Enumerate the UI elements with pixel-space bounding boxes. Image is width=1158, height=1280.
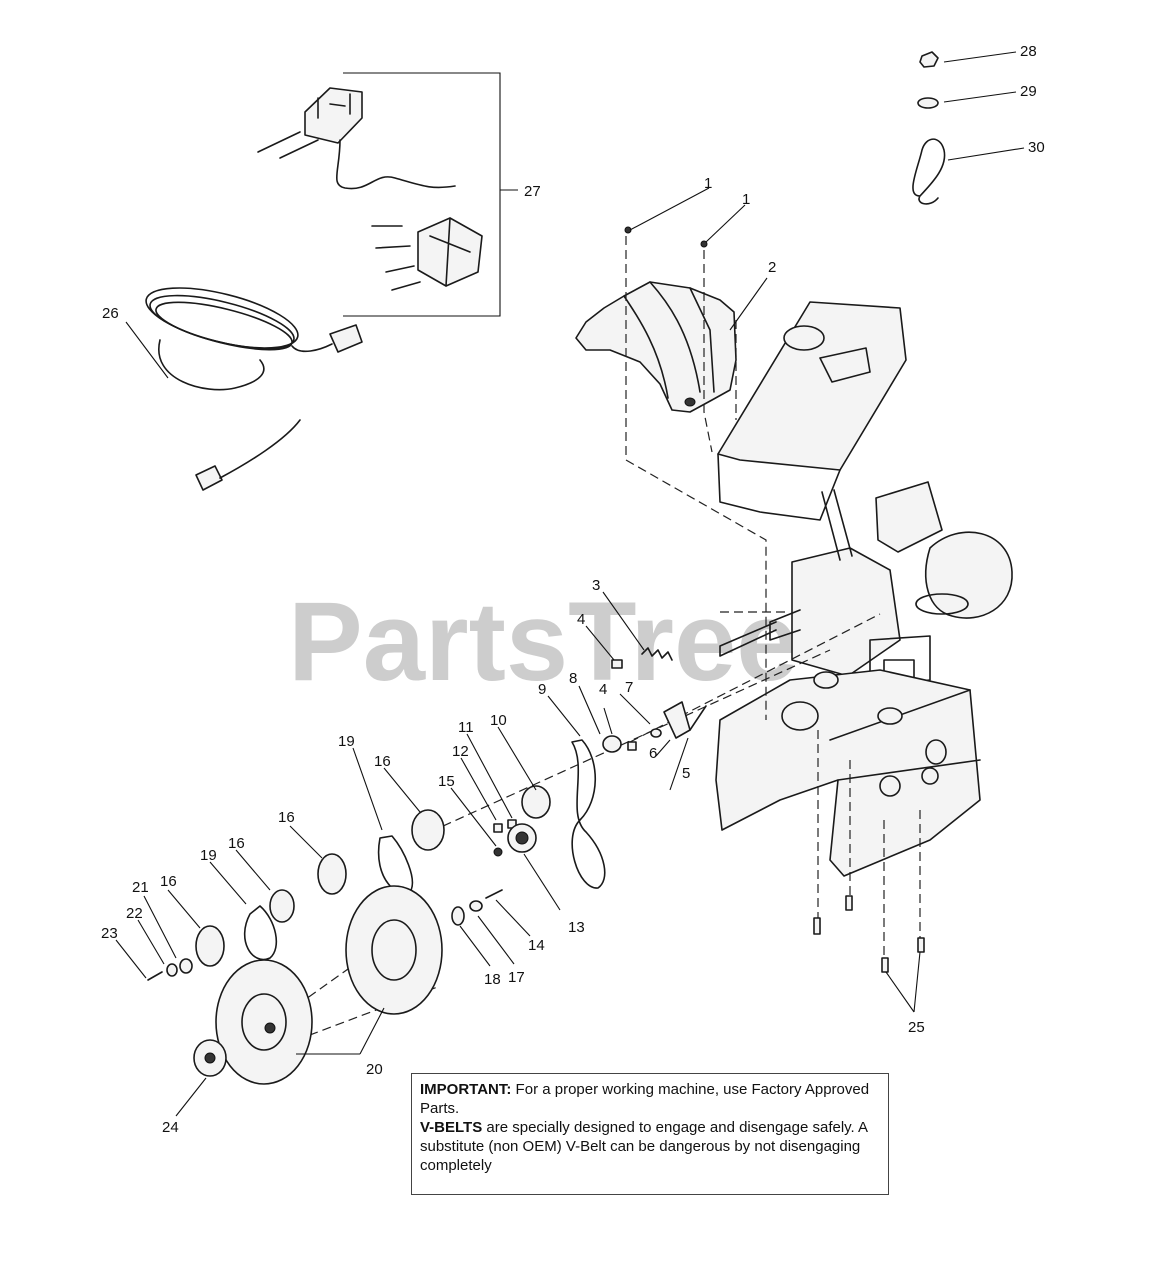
hairpin-clip-30	[912, 138, 946, 205]
bolt-5	[689, 705, 707, 731]
callout-16a: 16	[374, 753, 391, 770]
washer-17	[469, 900, 483, 912]
callout-1b: 1	[742, 191, 750, 208]
callout-3: 3	[592, 577, 600, 594]
screw-e	[385, 265, 415, 273]
callout-30: 30	[1028, 139, 1045, 156]
cord-plug-female	[329, 324, 363, 353]
callout-11: 11	[458, 719, 474, 736]
bolt-14	[485, 889, 503, 899]
leader-lines	[115, 187, 921, 1117]
callout-17: 17	[508, 969, 525, 986]
screw-a	[257, 131, 301, 153]
lock-washer-22	[166, 963, 178, 977]
important-text: For a proper working machine, use Factor…	[420, 1081, 870, 1117]
spacer-4b	[627, 741, 637, 751]
fuel-tank	[717, 301, 907, 471]
lock-nut-28	[919, 51, 939, 68]
washer-16b	[317, 853, 347, 895]
engine	[717, 301, 1013, 687]
v-belt-19a	[377, 835, 414, 895]
washer-18	[451, 906, 465, 926]
idler-bracket-6	[663, 701, 691, 739]
electric-starter-assembly	[257, 72, 518, 317]
callout-9: 9	[538, 681, 546, 698]
v-belt-9	[571, 739, 606, 889]
idler-pulley-8	[602, 735, 622, 753]
callout-13: 13	[568, 919, 585, 936]
callout-10: 10	[490, 712, 507, 729]
callout-5: 5	[682, 765, 690, 782]
v-belt-19b	[244, 905, 278, 961]
screw-1b	[700, 240, 708, 248]
callout-2: 2	[768, 259, 776, 276]
callout-8: 8	[569, 670, 577, 687]
callout-6: 6	[649, 745, 657, 762]
fuel-cap	[783, 325, 825, 351]
auger-pulley-20a	[345, 885, 443, 1015]
spring-3	[641, 647, 673, 661]
callout-4b: 4	[599, 681, 607, 698]
engine-block	[791, 547, 901, 677]
pulley-assembly	[147, 809, 445, 1085]
frame-plate	[715, 669, 981, 877]
callout-16b: 16	[278, 809, 295, 826]
washer-21	[179, 958, 193, 974]
bolts-25	[813, 895, 925, 973]
starter-switch-box	[875, 481, 943, 553]
washer-29	[917, 97, 939, 109]
callout-20: 20	[366, 1061, 383, 1078]
callout-25: 25	[908, 1019, 925, 1036]
washer-16a	[411, 809, 445, 851]
callout-29: 29	[1020, 83, 1037, 100]
callout-14: 14	[528, 937, 545, 954]
auger-pulley-20b	[215, 959, 313, 1085]
switch-housing	[304, 87, 363, 144]
washer-16c	[269, 889, 295, 923]
bolt-23	[147, 971, 163, 981]
washer-7	[650, 728, 662, 738]
idler-hardware	[451, 647, 707, 926]
callout-22: 22	[126, 905, 143, 922]
nut-15	[493, 847, 503, 857]
frame-hole-a	[781, 701, 819, 731]
recoil-starter	[925, 531, 1013, 619]
callout-7: 7	[625, 679, 633, 696]
callout-19a: 19	[338, 733, 355, 750]
bracket-27	[343, 72, 501, 317]
callout-15: 15	[438, 773, 455, 790]
part-12	[493, 823, 503, 833]
screw-b	[279, 139, 319, 159]
important-notice-box: IMPORTANT: For a proper working machine,…	[411, 1073, 889, 1195]
watermark: PartsTree	[288, 579, 799, 704]
washer-16d	[195, 925, 225, 967]
bushing-10	[521, 785, 551, 819]
extension-cord	[145, 287, 363, 491]
callout-26: 26	[102, 305, 119, 322]
callout-labels: 1 1 2 3 4 4 5 6 7 8 9 10 11 12 13 14 15 …	[101, 43, 1045, 1136]
screw-f	[391, 281, 421, 291]
callout-1a: 1	[704, 175, 712, 192]
callout-21: 21	[132, 879, 149, 896]
hardware-kit	[912, 51, 1025, 205]
callout-16d: 16	[160, 873, 177, 890]
screw-d	[375, 245, 411, 249]
callout-12: 12	[452, 743, 469, 760]
callout-18: 18	[484, 971, 501, 988]
important-label: IMPORTANT:	[420, 1081, 512, 1098]
starter-cord	[336, 139, 456, 190]
belt-cover	[575, 226, 737, 413]
callout-23: 23	[101, 925, 118, 942]
callout-16c: 16	[228, 835, 245, 852]
vbelts-label: V-BELTS	[420, 1119, 483, 1136]
callout-24: 24	[162, 1119, 179, 1136]
callout-19b: 19	[200, 847, 217, 864]
callout-28: 28	[1020, 43, 1037, 60]
callout-27: 27	[524, 183, 541, 200]
cord-plug-male	[195, 465, 223, 491]
spacer-4a	[611, 659, 623, 669]
callout-4a: 4	[577, 611, 585, 628]
vbelts-text: are specially designed to engage and dis…	[420, 1119, 868, 1174]
